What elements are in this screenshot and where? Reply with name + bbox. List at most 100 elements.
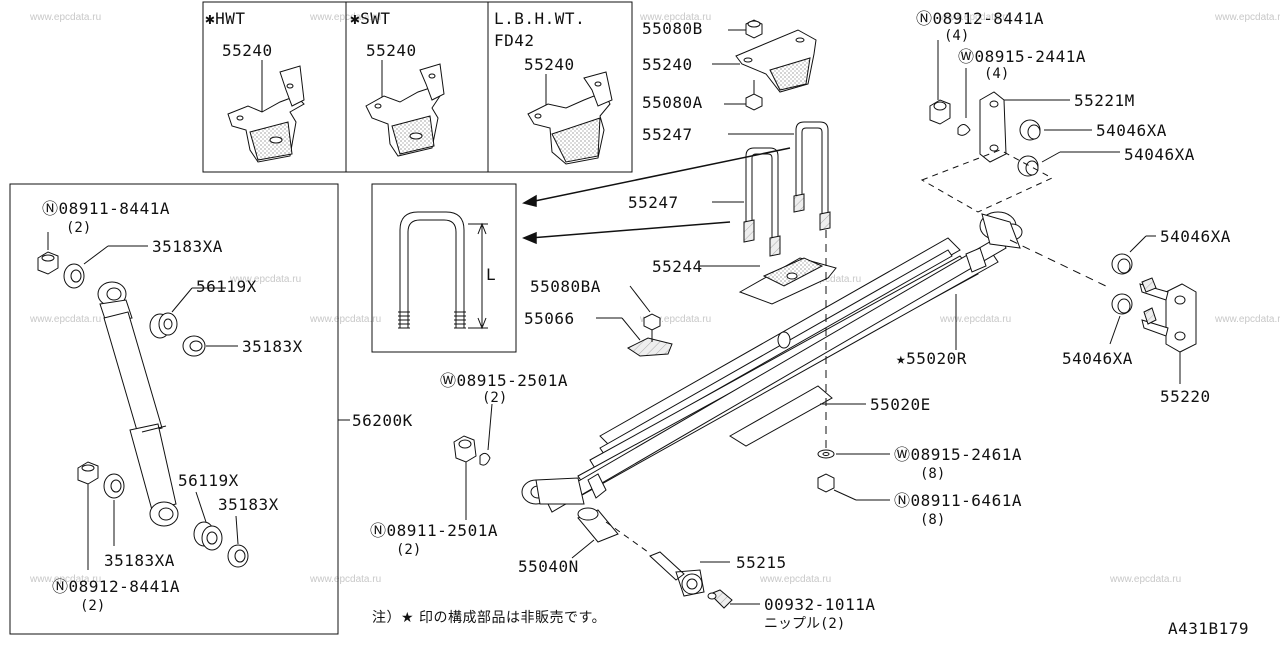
watermark: www.epcdata.ru	[229, 274, 301, 285]
watermark: www.epcdata.ru	[639, 314, 711, 325]
variant-header-lbhwt: L.B.H.WT.	[494, 9, 585, 28]
label-56119X-bot[interactable]: 56119X	[178, 471, 239, 490]
label-35183X-top[interactable]: 35183X	[242, 337, 303, 356]
label-55240[interactable]: 55240	[642, 55, 693, 74]
nut-icon	[453, 435, 477, 463]
label-54046XA-4[interactable]: 54046XA	[1062, 349, 1133, 368]
label-55080BA[interactable]: 55080BA	[530, 277, 601, 296]
label-35183XA-top[interactable]: 35183XA	[152, 237, 223, 256]
label-56200K[interactable]: 56200K	[352, 411, 413, 430]
bushing-icon	[1111, 253, 1133, 275]
label-55020R[interactable]: ★55020R	[896, 349, 967, 368]
nut-icon	[37, 251, 59, 275]
label-08911-2501A[interactable]: Ⓝ08911-2501A	[370, 521, 498, 540]
washer-icon	[182, 335, 206, 357]
pin-icon	[649, 551, 705, 597]
bushing-icon	[1019, 119, 1041, 141]
qty-08915-2461A: (8)	[920, 466, 945, 482]
label-55220[interactable]: 55220	[1160, 387, 1211, 406]
label-55221M[interactable]: 55221M	[1074, 91, 1135, 110]
bracket-swt	[365, 60, 445, 157]
ubolt-icon	[398, 211, 488, 330]
label-08911-6461A[interactable]: Ⓝ08911-6461A	[894, 491, 1022, 510]
variant-boxes	[202, 1, 633, 173]
label-08915-2441A-top[interactable]: Ⓦ08915-2441A	[958, 47, 1086, 66]
leader	[1109, 315, 1121, 345]
leader	[621, 317, 641, 341]
assembly-dashline	[1009, 239, 1111, 289]
qty-00932-1011A: ニップル(2)	[764, 616, 845, 632]
label-35183X-bot[interactable]: 35183X	[218, 495, 279, 514]
bolt-icon	[745, 19, 763, 39]
diagram-code: A431B179	[1168, 619, 1249, 638]
watermark: www.epcdata.ru	[1109, 574, 1181, 585]
label-55020E[interactable]: 55020E	[870, 395, 931, 414]
qty-08915-2501A: (2)	[482, 390, 507, 406]
label-54046XA-2[interactable]: 54046XA	[1124, 145, 1195, 164]
qty-08912-8441A-bot: (2)	[80, 598, 105, 614]
variant-part-swt: 55240	[366, 41, 417, 60]
washer-icon	[817, 449, 835, 459]
label-55066[interactable]: 55066	[524, 309, 575, 328]
ubolt-icon	[793, 121, 831, 231]
leader	[833, 489, 857, 501]
label-55244[interactable]: 55244	[652, 257, 703, 276]
ubolt-dimension-L: L	[486, 265, 496, 284]
label-08912-8441A-bot[interactable]: Ⓝ08912-8441A	[52, 577, 180, 596]
washer-icon	[103, 473, 125, 499]
bump-stopper-icon	[627, 330, 673, 357]
leader	[1041, 151, 1061, 163]
label-08912-8441A-top[interactable]: Ⓝ08912-8441A	[916, 9, 1044, 28]
watermark: www.epcdata.ru	[639, 12, 711, 23]
label-08911-8441A[interactable]: Ⓝ08911-8441A	[42, 199, 170, 218]
leader	[235, 515, 239, 545]
bracket-lbhwt	[527, 71, 613, 165]
label-55080A[interactable]: 55080A	[642, 93, 703, 112]
watermark: www.epcdata.ru	[309, 314, 381, 325]
label-54046XA-1[interactable]: 54046XA	[1096, 121, 1167, 140]
bracket-hwt	[227, 60, 305, 163]
watermark: www.epcdata.ru	[759, 574, 831, 585]
watermark: www.epcdata.ru	[29, 314, 101, 325]
variant-box-frame	[202, 1, 633, 173]
shackle-plate-icon	[1139, 277, 1197, 353]
label-55247-b[interactable]: 55247	[628, 193, 679, 212]
shackle-plate-icon	[979, 91, 1007, 163]
label-08915-2501A[interactable]: Ⓦ08915-2501A	[440, 371, 568, 390]
label-54046XA-3[interactable]: 54046XA	[1160, 227, 1231, 246]
label-56119X-top[interactable]: 56119X	[196, 277, 257, 296]
variant-part-lbhwt: 55240	[524, 55, 575, 74]
watermark: www.epcdata.ru	[1214, 314, 1280, 325]
nut-icon	[817, 473, 835, 493]
ubolt-icon	[743, 147, 781, 257]
bushing-icon	[193, 521, 223, 551]
label-55215[interactable]: 55215	[736, 553, 787, 572]
label-35183XA-bot[interactable]: 35183XA	[104, 551, 175, 570]
variant-header-hwt: ✱HWT	[205, 9, 246, 28]
leader	[83, 245, 109, 265]
washer-icon	[227, 544, 249, 568]
leader	[195, 491, 207, 523]
footer-note: 注）★ 印の構成部品は非販売です。	[372, 610, 606, 626]
watermark: www.epcdata.ru	[939, 314, 1011, 325]
nut-icon	[77, 461, 99, 485]
bushing-icon	[1111, 293, 1133, 315]
arrows	[522, 147, 791, 245]
watermark: www.epcdata.ru	[1214, 12, 1280, 23]
label-55247-a[interactable]: 55247	[642, 125, 693, 144]
label-08915-2461A[interactable]: Ⓦ08915-2461A	[894, 445, 1022, 464]
qty-08911-2501A: (2)	[396, 542, 421, 558]
grease-nipple-icon	[707, 589, 733, 609]
watermark: www.epcdata.ru	[29, 574, 101, 585]
leader	[1129, 235, 1147, 253]
leader	[487, 403, 493, 451]
label-55080B[interactable]: 55080B	[642, 19, 703, 38]
assembly-dashline	[920, 149, 1054, 213]
shock-absorber-box	[9, 183, 339, 635]
variant-header-fd42: FD42	[494, 31, 535, 50]
label-55040N[interactable]: 55040N	[518, 557, 579, 576]
qty-08911-6461A: (8)	[920, 512, 945, 528]
leader	[571, 539, 595, 559]
qty-08915-2441A-top: (4)	[984, 66, 1009, 82]
label-00932-1011A[interactable]: 00932-1011A	[764, 595, 875, 614]
